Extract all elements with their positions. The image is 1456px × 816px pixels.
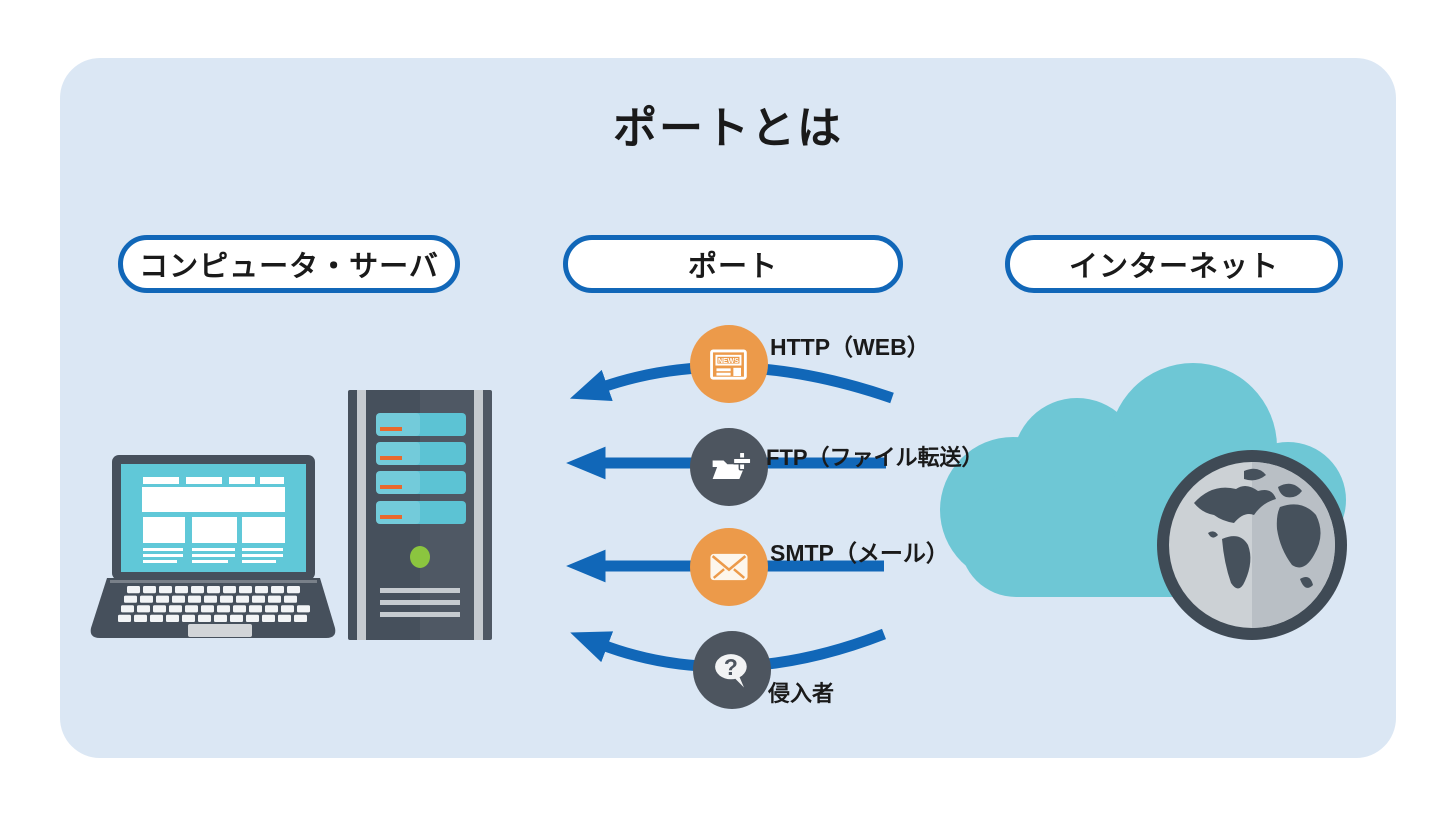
internet-illustration bbox=[940, 363, 1347, 640]
folder-plus-icon bbox=[712, 451, 752, 479]
smtp-circle bbox=[690, 528, 768, 606]
http-circle: NEWS bbox=[690, 325, 768, 403]
question-bubble-icon: ? bbox=[715, 654, 747, 688]
ftp-circle bbox=[690, 428, 768, 506]
laptop-trackpad bbox=[188, 624, 252, 637]
smtp-label: SMTP（メール） bbox=[770, 540, 949, 566]
page-title: ポートとは bbox=[613, 104, 843, 153]
computer-server-label: コンピュータ・サーバ bbox=[139, 251, 439, 283]
server-tower-icon bbox=[348, 390, 492, 640]
laptop-keyboard bbox=[118, 586, 310, 622]
label-pill-computer-server: コンピュータ・サーバ bbox=[118, 235, 460, 293]
globe-icon bbox=[1157, 450, 1347, 640]
newspaper-icon: NEWS bbox=[710, 349, 747, 380]
computer-server-illustration bbox=[90, 390, 492, 640]
server-power-led bbox=[410, 546, 430, 568]
intruder-circle: ? bbox=[693, 631, 771, 709]
question-icon-text: ? bbox=[724, 654, 738, 680]
internet-label: インターネット bbox=[1068, 251, 1279, 283]
envelope-icon bbox=[710, 553, 748, 581]
intruder-label: 侵入者 bbox=[768, 681, 835, 706]
label-pill-internet: インターネット bbox=[1005, 235, 1343, 293]
ftp-label: FTP（ファイル転送） bbox=[766, 445, 984, 470]
http-label: HTTP（WEB） bbox=[770, 334, 930, 360]
laptop-icon bbox=[90, 455, 336, 638]
label-pill-port: ポート bbox=[563, 235, 903, 293]
news-icon-text: NEWS bbox=[718, 358, 739, 365]
port-label: ポート bbox=[687, 251, 778, 283]
